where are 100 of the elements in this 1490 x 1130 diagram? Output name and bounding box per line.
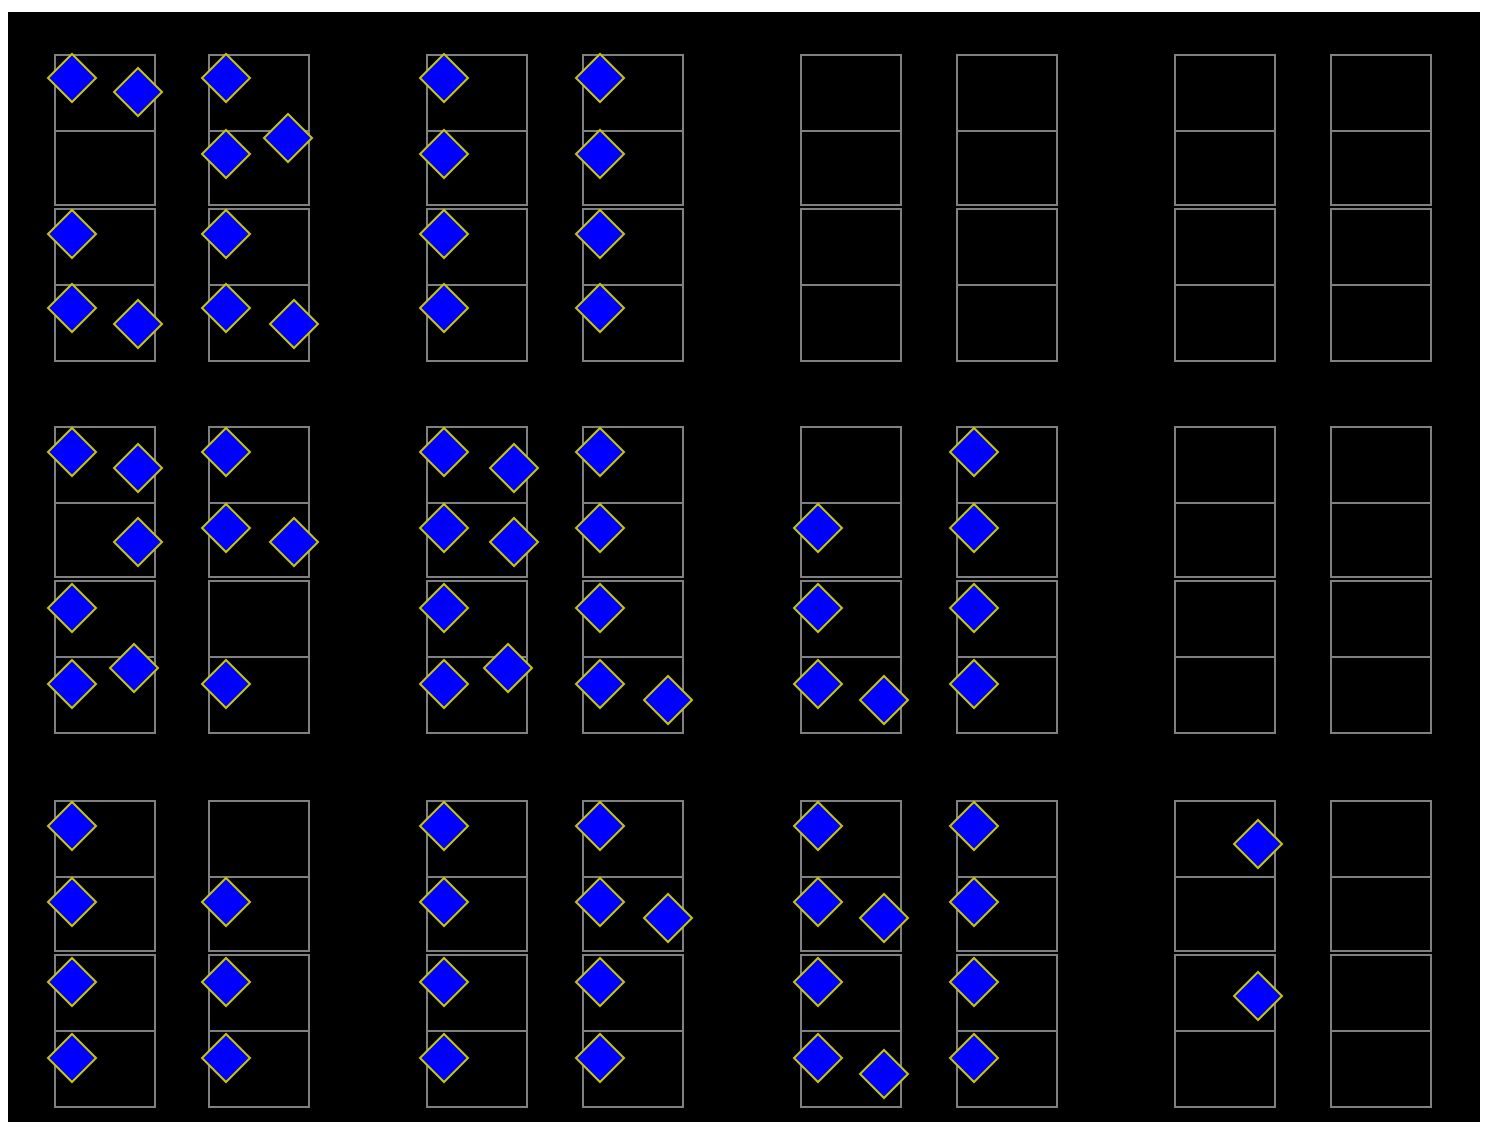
diamond-marker bbox=[1232, 818, 1284, 870]
grid-box bbox=[208, 580, 310, 734]
diamond-marker bbox=[792, 502, 844, 554]
diamond-marker bbox=[200, 1032, 252, 1084]
grid-box bbox=[426, 54, 528, 206]
grid-box bbox=[1174, 426, 1276, 578]
diamond-marker bbox=[268, 516, 320, 568]
diamond-marker bbox=[418, 52, 470, 104]
diamond-marker bbox=[418, 128, 470, 180]
diamond-marker bbox=[46, 800, 98, 852]
diamond-marker bbox=[948, 582, 1000, 634]
grid-box bbox=[800, 954, 902, 1108]
grid-box bbox=[1330, 580, 1432, 734]
diamond-marker bbox=[574, 800, 626, 852]
diamond-marker bbox=[948, 956, 1000, 1008]
grid-box bbox=[582, 954, 684, 1108]
grid-box bbox=[956, 580, 1058, 734]
diamond-marker bbox=[418, 208, 470, 260]
grid-box bbox=[1330, 800, 1432, 952]
diamond-marker bbox=[418, 956, 470, 1008]
grid-box bbox=[582, 580, 684, 734]
grid-box bbox=[800, 54, 902, 206]
grid-box bbox=[582, 800, 684, 952]
grid-box bbox=[54, 954, 156, 1108]
grid-box bbox=[426, 800, 528, 952]
grid-box bbox=[1330, 54, 1432, 206]
grid-box bbox=[426, 954, 528, 1108]
grid-box bbox=[956, 954, 1058, 1108]
diamond-marker bbox=[574, 426, 626, 478]
diamond-marker bbox=[792, 800, 844, 852]
diamond-marker bbox=[46, 1032, 98, 1084]
grid-box bbox=[208, 954, 310, 1108]
diamond-marker bbox=[418, 582, 470, 634]
grid-box bbox=[800, 426, 902, 578]
diamond-marker bbox=[200, 282, 252, 334]
grid-box bbox=[208, 208, 310, 362]
grid-box bbox=[582, 208, 684, 362]
diamond-marker bbox=[642, 674, 694, 726]
diamond-marker bbox=[948, 1032, 1000, 1084]
diamond-marker bbox=[112, 298, 164, 350]
diamond-marker bbox=[574, 502, 626, 554]
diamond-marker bbox=[418, 876, 470, 928]
grid-box bbox=[1330, 208, 1432, 362]
diamond-marker bbox=[46, 658, 98, 710]
diamond-marker bbox=[112, 442, 164, 494]
grid-box bbox=[54, 208, 156, 362]
grid-box bbox=[54, 580, 156, 734]
grid-box bbox=[956, 426, 1058, 578]
grid-box bbox=[1174, 580, 1276, 734]
diamond-marker bbox=[574, 876, 626, 928]
grid-box bbox=[1174, 800, 1276, 952]
diamond-marker bbox=[200, 502, 252, 554]
grid-box bbox=[426, 580, 528, 734]
grid-box bbox=[54, 800, 156, 952]
diamond-marker bbox=[792, 1032, 844, 1084]
diamond-marker bbox=[858, 1048, 910, 1100]
grid-box bbox=[208, 426, 310, 578]
diamond-marker bbox=[46, 956, 98, 1008]
diamond-marker bbox=[574, 208, 626, 260]
diamond-marker bbox=[268, 298, 320, 350]
diamond-marker bbox=[200, 876, 252, 928]
diamond-marker bbox=[642, 892, 694, 944]
diamond-marker bbox=[574, 582, 626, 634]
diamond-marker bbox=[488, 516, 540, 568]
diamond-marker bbox=[574, 52, 626, 104]
diamond-marker bbox=[46, 426, 98, 478]
diamond-marker bbox=[46, 582, 98, 634]
diamond-marker bbox=[418, 502, 470, 554]
diamond-marker bbox=[418, 282, 470, 334]
grid-box bbox=[426, 208, 528, 362]
diamond-marker bbox=[200, 426, 252, 478]
diamond-marker bbox=[948, 502, 1000, 554]
diamond-marker bbox=[200, 52, 252, 104]
diamond-marker bbox=[1232, 970, 1284, 1022]
diamond-marker bbox=[792, 582, 844, 634]
grid-box bbox=[1174, 954, 1276, 1108]
diamond-marker bbox=[574, 658, 626, 710]
grid-box bbox=[54, 54, 156, 206]
grid-box bbox=[1174, 54, 1276, 206]
grid-box bbox=[800, 800, 902, 952]
diamond-marker bbox=[200, 658, 252, 710]
diamond-marker bbox=[200, 128, 252, 180]
diamond-marker bbox=[488, 442, 540, 494]
grid-box bbox=[54, 426, 156, 578]
grid-box bbox=[800, 208, 902, 362]
diamond-marker bbox=[46, 52, 98, 104]
diamond-marker bbox=[792, 876, 844, 928]
grid-box bbox=[1330, 426, 1432, 578]
diamond-marker bbox=[46, 208, 98, 260]
grid-box bbox=[956, 208, 1058, 362]
diamond-marker bbox=[948, 426, 1000, 478]
grid-box bbox=[208, 800, 310, 952]
grid-box bbox=[582, 54, 684, 206]
diamond-marker bbox=[418, 1032, 470, 1084]
diamond-marker bbox=[482, 642, 534, 694]
diamond-marker bbox=[948, 876, 1000, 928]
diamond-marker bbox=[112, 516, 164, 568]
grid-box bbox=[956, 800, 1058, 952]
grid-box bbox=[1174, 208, 1276, 362]
grid-box bbox=[582, 426, 684, 578]
